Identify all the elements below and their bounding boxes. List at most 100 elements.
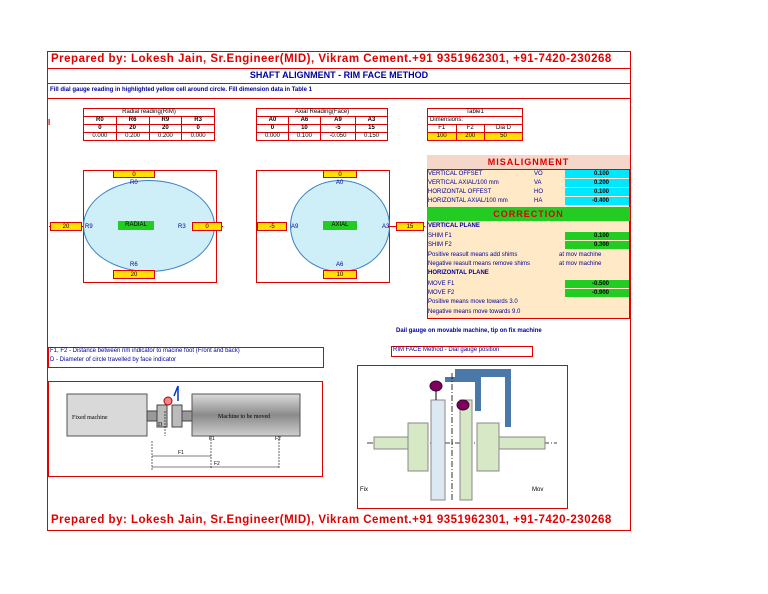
table1-f2-input[interactable]: 200 [455, 132, 485, 141]
shim-f2-label: SHIM F2 [428, 242, 452, 248]
radial-reading-table: Radial reading(RIM) R0 R6 R9 R3 0 20 20 … [83, 108, 215, 141]
instruction-row [47, 83, 631, 99]
axial-value: 15 [355, 124, 388, 133]
negative-shim-note: Negative reasult means remove shims [428, 261, 531, 267]
rim-face-caption: RIM FACE Method - Dial gauge position [393, 347, 500, 353]
coupling-right [171, 404, 183, 428]
axial-header: A3 [355, 116, 388, 125]
legend-line-2: D - Diameter of circle travelled by face… [50, 357, 177, 363]
positive-shim-note-2: at mov machine [559, 252, 602, 258]
bracket-top [455, 369, 509, 377]
table1-header: F1 [427, 124, 457, 133]
bracket-arm-h [445, 377, 479, 382]
radial-computed: 0.000 [83, 132, 117, 141]
shim-f2-value: 0.300 [565, 241, 629, 249]
fix-coupling [430, 399, 446, 501]
va-code: VA [534, 180, 542, 186]
radial-right-input[interactable]: 0 [192, 222, 222, 231]
radial-computed: 0.200 [115, 132, 150, 141]
axial-header: A6 [287, 116, 321, 125]
dimension-table: Table1 Dimensions: F1 F2 Dia D 100 200 5… [427, 108, 523, 141]
radial-center-label: RADIAL [118, 221, 154, 230]
radial-value: 20 [148, 124, 183, 133]
radial-computed: 0.200 [148, 132, 183, 141]
radial-value: 0 [181, 124, 215, 133]
radial-top-label: R0 [130, 180, 138, 186]
rim-face-diagram-frame [357, 365, 568, 509]
move-f1-value: -0.500 [565, 280, 629, 288]
axial-value: 0 [256, 124, 289, 133]
axial-value: 10 [287, 124, 321, 133]
horizontal-plane-title: HORIZONTAL PLANE [428, 270, 489, 276]
ha-value: -0.400 [565, 197, 629, 205]
legend-box [48, 347, 324, 368]
axial-header: A9 [319, 116, 357, 125]
axial-top-input[interactable]: 0 [323, 170, 357, 178]
f2-dim-label: F2 [214, 461, 220, 467]
misalignment-title: MISALIGNMENT [427, 155, 630, 170]
bracket-arm [475, 377, 481, 411]
vo-value: 0.100 [565, 170, 629, 178]
table1-dia-input[interactable]: 50 [484, 132, 523, 141]
bracket-vertical [505, 369, 511, 427]
ho-label: HORIZONTAL OFFEST [428, 189, 492, 195]
va-value: 0.200 [565, 179, 629, 187]
ho-value: 0.100 [565, 188, 629, 196]
shim-f1-label: SHIM F1 [428, 233, 452, 239]
radial-header: R9 [148, 116, 183, 125]
dial-gauge-note: Dail gauge on movable machine, tip on fi… [396, 328, 542, 334]
fix-label: Fix [360, 487, 368, 493]
radial-header: R0 [83, 116, 117, 125]
table1-f1-input[interactable]: 100 [427, 132, 457, 141]
fix-shaft [373, 436, 409, 450]
radial-value: 0 [83, 124, 117, 133]
va-label: VERTICAL AXIAL/100 mm [428, 180, 499, 186]
legend-line-1: F1, F2 - Distance between rim indicator … [50, 348, 240, 354]
table1-title: Table1 [427, 108, 523, 117]
axial-left-label: A9 [291, 224, 299, 230]
rim-face-diagram: Fix Mov [360, 369, 557, 501]
table1-header: F2 [455, 124, 485, 133]
f2-foot-label: F2 [275, 436, 281, 442]
coupling-left [156, 404, 168, 428]
dial-indicator-top-icon [429, 380, 443, 392]
mov-hub [476, 422, 500, 472]
move-f1-label: MOVE F1 [428, 281, 455, 287]
axial-header: A0 [256, 116, 289, 125]
axial-left-input[interactable]: -5 [257, 222, 287, 231]
moved-shaft [181, 410, 193, 422]
radial-bottom-label: R6 [130, 262, 138, 268]
dial-indicator-face-icon [456, 399, 470, 411]
radial-left-label: R9 [85, 224, 93, 230]
fixed-machine-label: Fixed machine [72, 415, 108, 421]
positive-shim-note: Positive reasult means add shims [428, 252, 518, 258]
radial-left-input[interactable]: 20 [50, 222, 82, 231]
axial-computed: 0.000 [256, 132, 289, 141]
fixed-machine-body [66, 393, 148, 437]
ha-code: HA [534, 198, 543, 204]
negative-move-note: Negative means move towards 9.0 [428, 309, 521, 315]
axial-bottom-label: A6 [336, 262, 344, 268]
axial-right-input[interactable]: 15 [396, 222, 424, 231]
move-f2-value: -0.900 [565, 289, 629, 297]
radial-computed: 0.000 [181, 132, 215, 141]
ho-code: HO [534, 189, 543, 195]
radial-value: 20 [115, 124, 150, 133]
machine-diagram-frame [48, 381, 323, 477]
axial-bottom-input[interactable]: 10 [323, 270, 357, 279]
table1-header: Dia D [484, 124, 523, 133]
machine-diagram: Fixed machine Machine to be moved D F1 F… [66, 385, 301, 471]
vertical-plane-title: VERTICAL PLANE [428, 223, 480, 229]
axial-reading-table: Axial Reading(Face) A0 A6 A9 A3 0 10 -5 … [256, 108, 388, 141]
positive-move-note: Positive means move towards 3.0 [428, 299, 518, 305]
radial-right-label: R3 [178, 224, 186, 230]
radial-table-title: Radial reading(RIM) [83, 108, 215, 117]
correction-title: CORRECTION [427, 207, 630, 221]
prepared-by-footer: Prepared by: Lokesh Jain, Sr.Engineer(MI… [51, 514, 612, 526]
radial-bottom-input[interactable]: 20 [113, 270, 155, 279]
radial-top-input[interactable]: 0 [113, 170, 155, 178]
move-f2-label: MOVE F2 [428, 290, 455, 296]
radial-header: R3 [181, 116, 215, 125]
shim-f1-value: 0.100 [565, 232, 629, 240]
sheet-border [47, 51, 631, 531]
